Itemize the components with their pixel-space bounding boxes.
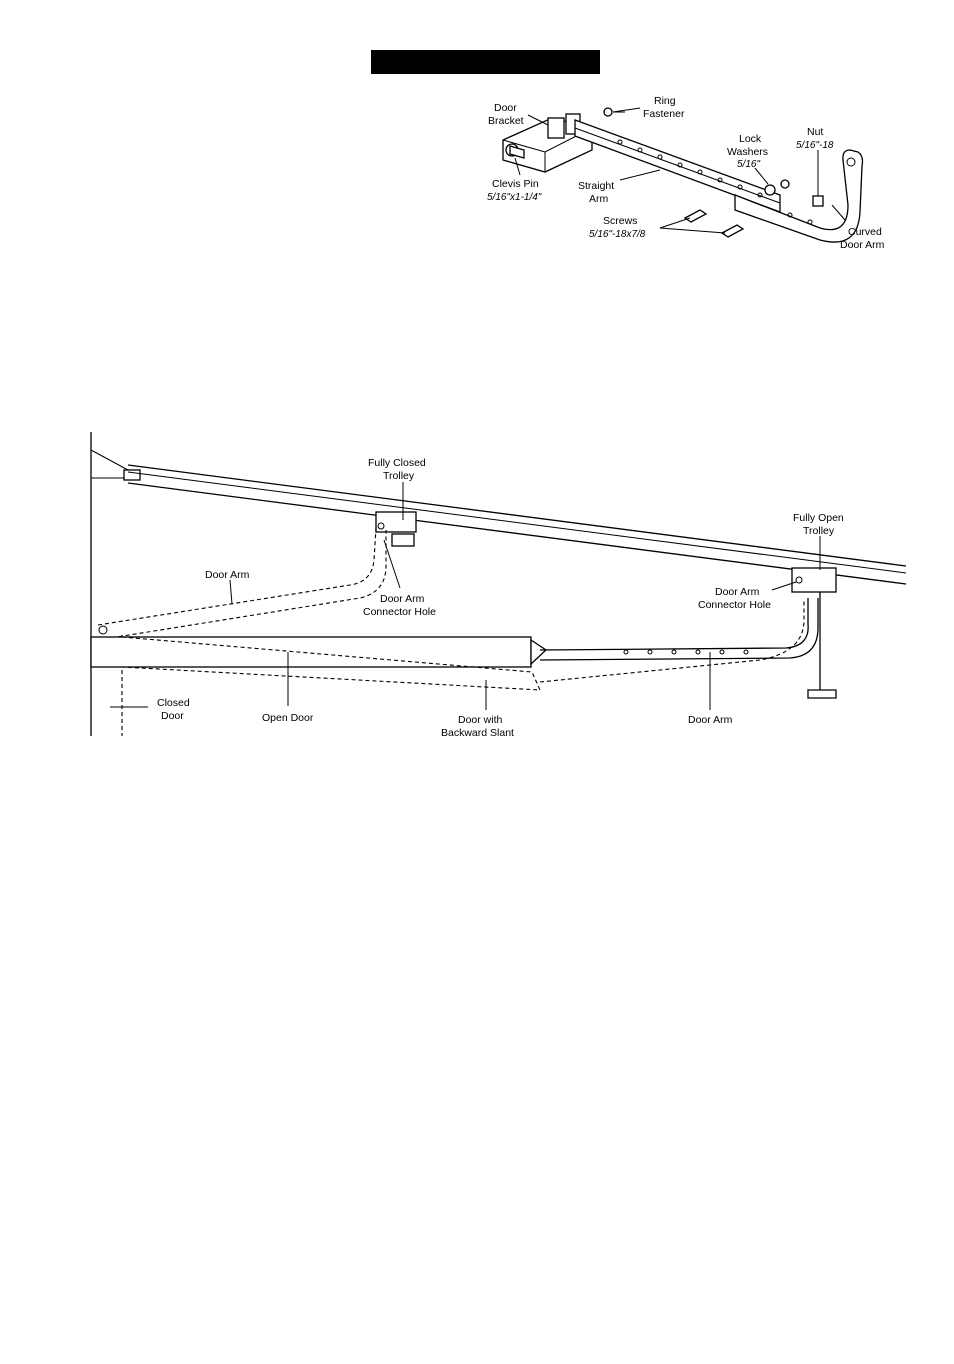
door-arm-closed-position — [98, 528, 386, 640]
curved-arm-label-line1: Curved — [848, 226, 882, 238]
screws-label-line1: Screws — [603, 215, 637, 227]
header-mount — [124, 470, 140, 480]
lock-washers-label-line1: Lock — [739, 133, 762, 145]
open-door-label: Open Door — [262, 712, 314, 724]
fully-open-trolley — [792, 568, 836, 698]
connector-hole-left-label-line2: Connector Hole — [363, 606, 436, 618]
connector-hole-left-label-line1: Door Arm — [380, 593, 425, 605]
straight-arm-label-line1: Straight — [578, 180, 614, 192]
ring-fastener-label-line1: Ring — [654, 95, 676, 107]
screws-label-line2: 5/16"-18x7/8 — [589, 229, 646, 240]
connector-hole-right-label-line2: Connector Hole — [698, 599, 771, 611]
door-bracket-label-line1: Door — [494, 102, 517, 114]
lock-washers-label-line3: 5/16" — [737, 159, 760, 170]
screws — [685, 210, 743, 237]
connector-hole-right-label-line1: Door Arm — [715, 586, 760, 598]
fully-open-trolley-label-line1: Fully Open — [793, 512, 844, 524]
nut — [813, 196, 823, 206]
fully-closed-trolley-label-line2: Trolley — [383, 470, 415, 482]
door-position-figure: Fully Closed Trolley Fully Open Trolley … — [91, 432, 906, 739]
door-arm-bottom-label: Door Arm — [688, 714, 733, 726]
header-bracket — [91, 450, 128, 478]
closed-door-label-line1: Closed — [157, 697, 190, 709]
nut-label-line2: 5/16"-18 — [796, 140, 834, 151]
rail — [128, 465, 906, 584]
door-arm-assembly-figure: Door Bracket Ring Fastener Lock Washers … — [487, 95, 885, 251]
straight-arm-label-line2: Arm — [589, 193, 609, 205]
ring-fastener-label-line2: Fastener — [643, 108, 685, 120]
door-bracket-label-line2: Bracket — [488, 115, 524, 127]
open-door — [91, 637, 546, 667]
fully-open-trolley-label-line2: Trolley — [803, 525, 835, 537]
closed-door-label-line2: Door — [161, 710, 184, 722]
backward-slant-door-label-line1: Door with — [458, 714, 503, 726]
fully-closed-trolley-label-line1: Fully Closed — [368, 457, 426, 469]
door-arm-left-label: Door Arm — [205, 569, 250, 581]
curved-arm-label-line2: Door Arm — [840, 239, 885, 251]
clevis-pin-label-line2: 5/16"x1-1/4" — [487, 192, 542, 203]
clevis-pin-label-line1: Clevis Pin — [492, 178, 539, 190]
nut-label-line1: Nut — [807, 126, 823, 138]
fully-closed-trolley — [376, 512, 416, 546]
backward-slant-door-label-line2: Backward Slant — [441, 727, 514, 739]
lock-washers-label-line2: Washers — [727, 146, 768, 158]
lock-washers — [765, 180, 789, 195]
door-arm-open-position — [540, 598, 818, 682]
